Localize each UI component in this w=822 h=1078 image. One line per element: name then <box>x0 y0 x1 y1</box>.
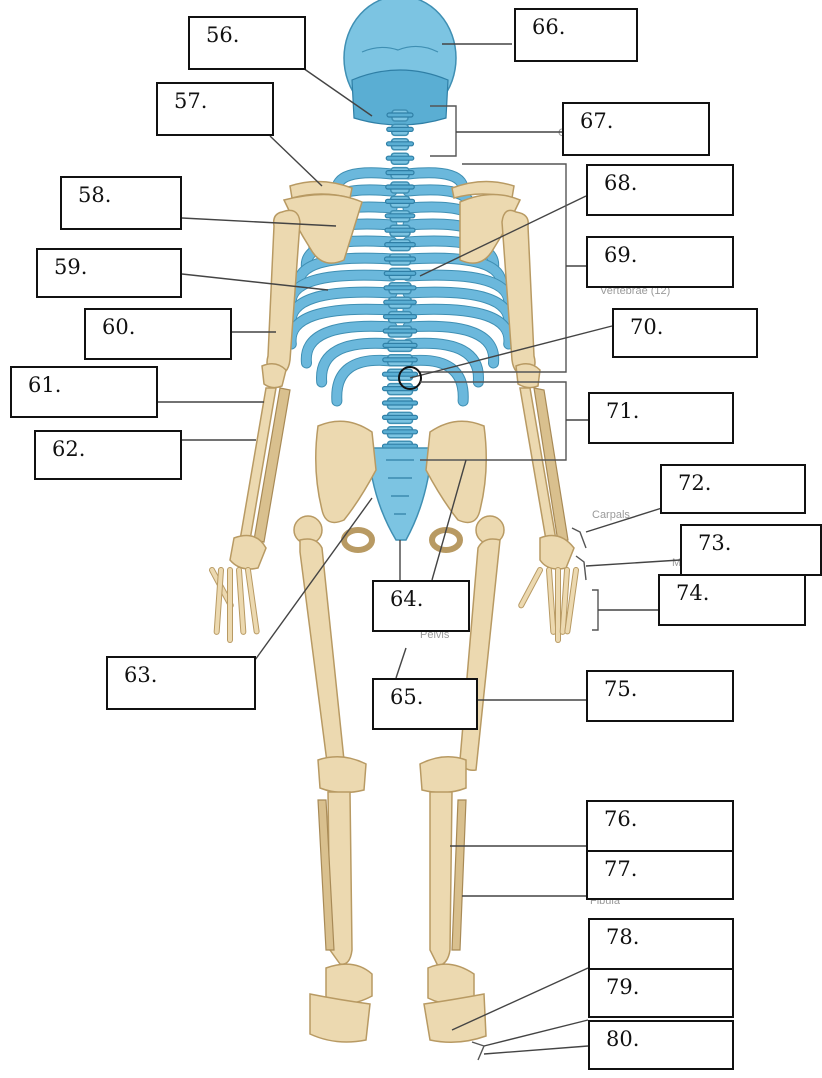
finger-bone-face <box>239 570 243 632</box>
label-box-65[interactable]: 65. <box>372 678 478 730</box>
vertebra-process <box>384 315 417 319</box>
vertebra-process <box>383 415 418 419</box>
label-box-79[interactable]: 79. <box>588 968 734 1018</box>
vertebra-process <box>387 113 413 117</box>
vertebra-process <box>384 271 416 275</box>
label-box-63[interactable]: 63. <box>106 656 256 710</box>
finger-bone-face <box>521 570 540 605</box>
label-box-67[interactable]: 67. <box>562 102 710 156</box>
label-box-74[interactable]: 74. <box>658 574 806 626</box>
label-box-71[interactable]: 71. <box>588 392 734 444</box>
label-box-78[interactable]: 78. <box>588 918 734 970</box>
vertebra-process <box>386 156 414 160</box>
vertebra-process <box>387 127 414 131</box>
vertebra-process <box>383 401 418 405</box>
left-leg <box>294 516 372 1042</box>
label-box-62[interactable]: 62. <box>34 430 182 480</box>
label-box-75[interactable]: 75. <box>586 670 734 722</box>
finger-bone-face <box>549 570 553 632</box>
vertebra-process <box>383 329 417 333</box>
label-box-58[interactable]: 58. <box>60 176 182 230</box>
vertebra-process <box>385 228 415 232</box>
sacrum <box>368 448 432 540</box>
vertebra-process <box>386 171 414 175</box>
left-arm <box>212 210 300 640</box>
label-box-60[interactable]: 60. <box>84 308 232 360</box>
vertebra-process <box>384 286 416 290</box>
vertebra-process <box>383 358 418 362</box>
label-box-69[interactable]: 69. <box>586 236 734 288</box>
vertebra-process <box>385 243 416 247</box>
label-box-77[interactable]: 77. <box>586 850 734 900</box>
label-box-66[interactable]: 66. <box>514 8 638 62</box>
vertebra-process <box>386 185 415 189</box>
vertebra-process <box>383 343 417 347</box>
vertebra-process <box>385 214 415 218</box>
vertebra-process <box>384 300 417 304</box>
label-box-56[interactable]: 56. <box>188 16 306 70</box>
label-box-68[interactable]: 68. <box>586 164 734 216</box>
label-box-70[interactable]: 70. <box>612 308 758 358</box>
label-box-64[interactable]: 64. <box>372 580 470 632</box>
label-box-76[interactable]: 76. <box>586 800 734 852</box>
vertebra-process <box>387 142 414 146</box>
vertebra-process <box>383 430 418 434</box>
vertebra-process <box>385 257 416 261</box>
label-box-57[interactable]: 57. <box>156 82 274 136</box>
label-box-80[interactable]: 80. <box>588 1020 734 1070</box>
vertebra-process <box>386 199 415 203</box>
label-box-73[interactable]: 73. <box>680 524 822 576</box>
label-box-59[interactable]: 59. <box>36 248 182 298</box>
right-arm <box>502 210 576 640</box>
label-box-61[interactable]: 61. <box>10 366 158 418</box>
label-box-72[interactable]: 72. <box>660 464 806 514</box>
